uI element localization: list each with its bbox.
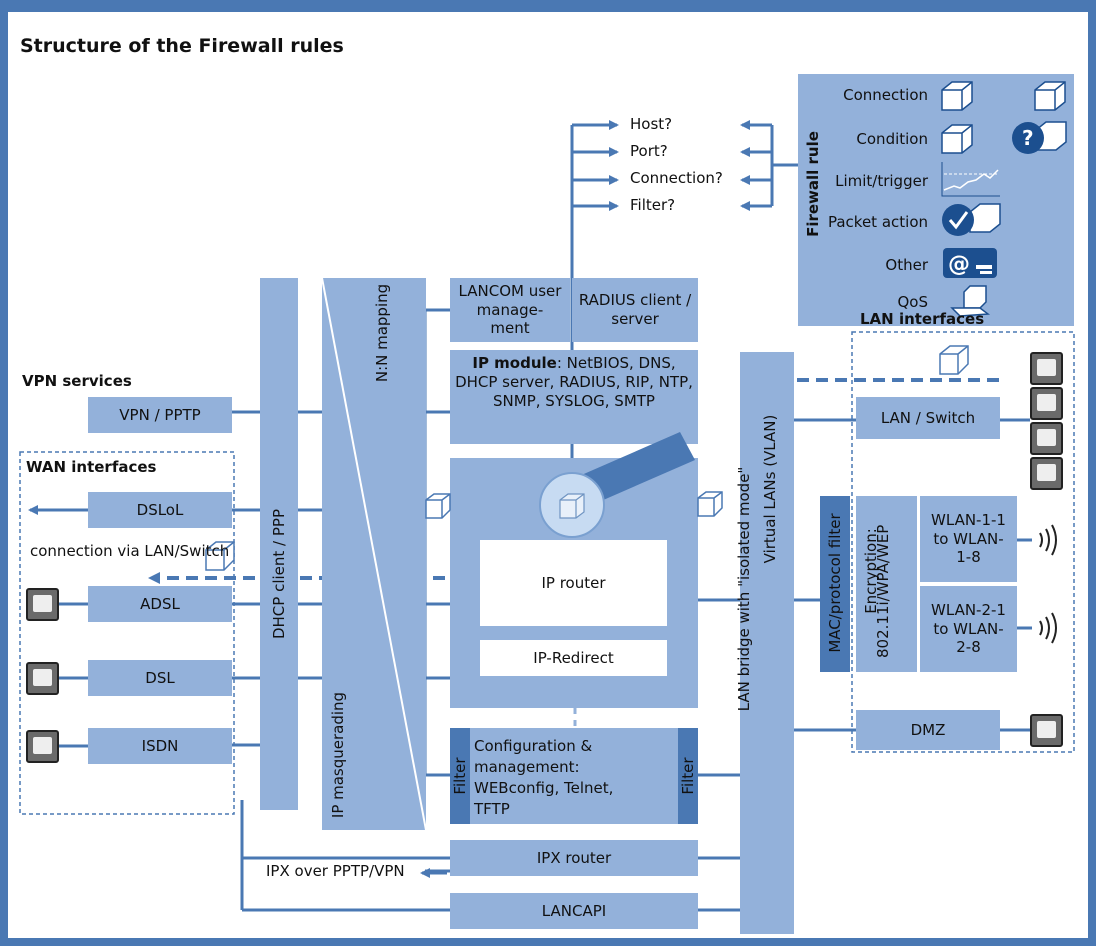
wan-interfaces-heading: WAN interfaces [26, 458, 157, 476]
svg-text:?: ? [1022, 126, 1034, 150]
wlan-1-box: WLAN-1-1 to WLAN-1-8 [920, 496, 1017, 582]
lancom-user-management: LANCOM user manage-ment [450, 278, 570, 342]
adsl-box: ADSL [88, 586, 232, 622]
rule-other-label: Other [885, 256, 928, 274]
lan-interfaces-heading: LAN interfaces [860, 310, 985, 328]
qos-hand-icon [950, 285, 990, 317]
ip-module-title: IP module [472, 354, 557, 372]
rule-packet-action-label: Packet action [827, 213, 928, 231]
check-host: Host? [630, 115, 673, 133]
lan-switch-box: LAN / Switch [856, 397, 1000, 439]
config-management-label: Configuration & management: WEBconfig, T… [474, 737, 614, 818]
ipx-over-pptp-label: IPX over PPTP/VPN [266, 862, 405, 880]
config-filter-left-label: Filter [451, 757, 469, 795]
check-port: Port? [630, 142, 668, 160]
isdn-box: ISDN [88, 728, 232, 764]
wlan-2-box: WLAN-2-1 to WLAN-2-8 [920, 586, 1017, 672]
lan-bridge-bar [740, 352, 794, 934]
dsl-box: DSL [88, 660, 232, 696]
encryption-panel [856, 496, 917, 672]
rule-condition-label: Condition [856, 130, 928, 148]
config-filter-right-label: Filter [679, 757, 697, 795]
dslol-note: connection via LAN/Switch [30, 542, 230, 560]
cube-icon [425, 493, 451, 519]
svg-text:@: @ [948, 252, 970, 277]
vpn-services-heading: VPN services [22, 372, 132, 390]
dmz-port-icon [1030, 714, 1063, 747]
at-icon: @ [943, 248, 997, 278]
mac-filter-bar [820, 496, 850, 672]
cube-icon [697, 491, 723, 517]
dslol-box: DSLoL [88, 492, 232, 528]
page-title: Structure of the Firewall rules [20, 35, 344, 57]
lan-bridge-label: LAN bridge with "isolated mode" [735, 466, 753, 712]
nn-mapping-shape [322, 278, 427, 830]
config-filter-right [678, 728, 698, 824]
rule-qos-label: QoS [897, 293, 928, 311]
cube-icon [205, 541, 235, 571]
cube-icon [939, 345, 969, 375]
encryption-standard-label: 802.11i/WPA/WEP [874, 524, 892, 658]
ip-module: IP module: NetBIOS, DNS, DHCP server, RA… [450, 350, 698, 444]
rule-connection-label: Connection [843, 86, 928, 104]
dhcp-client-bar [260, 278, 298, 810]
cube-icon [1034, 81, 1066, 111]
ip-masquerading-label: IP masquerading [329, 691, 347, 819]
lancapi-box: LANCAPI [450, 893, 698, 929]
nn-mapping-label: N:N mapping [373, 283, 391, 383]
vpn-pptp-box: VPN / PPTP [88, 397, 232, 433]
firewall-rule-heading: Firewall rule [804, 131, 822, 237]
lan-port-icon [1030, 387, 1063, 420]
dmz-box: DMZ [856, 710, 1000, 750]
radius-client-server: RADIUS client / server [572, 278, 698, 342]
rule-limit-label: Limit/trigger [835, 172, 928, 190]
router-sphere-icon [539, 432, 695, 538]
vlan-label: Virtual LANs (VLAN) [761, 414, 779, 564]
ipx-router-box: IPX router [450, 840, 698, 876]
question-cube-icon: ? [1012, 121, 1067, 154]
config-management-box [450, 728, 698, 824]
limit-graph-icon [941, 162, 1000, 197]
ip-router-box: IP router [480, 540, 667, 626]
dhcp-client-label: DHCP client / PPP [270, 508, 288, 640]
isdn-port-icon [26, 730, 59, 763]
lan-port-icon [1030, 422, 1063, 455]
config-filter-left [450, 728, 470, 824]
lan-port-icon [1030, 352, 1063, 385]
firewall-rule-panel [798, 74, 1074, 326]
lan-port-icon [1030, 457, 1063, 490]
ip-module-services: : NetBIOS, DNS, DHCP server, RADIUS, RIP… [455, 354, 693, 410]
wan-jack-lines [58, 602, 88, 748]
mac-filter-label: MAC/protocol filter [826, 513, 844, 653]
check-cube-icon [942, 203, 1001, 236]
dsl-port-icon [26, 662, 59, 695]
cube-icon [941, 124, 973, 154]
adsl-port-icon [26, 588, 59, 621]
check-filter: Filter? [630, 196, 676, 214]
check-connection: Connection? [630, 169, 723, 187]
ip-redirect-box: IP-Redirect [480, 640, 667, 676]
cube-icon [941, 81, 973, 111]
